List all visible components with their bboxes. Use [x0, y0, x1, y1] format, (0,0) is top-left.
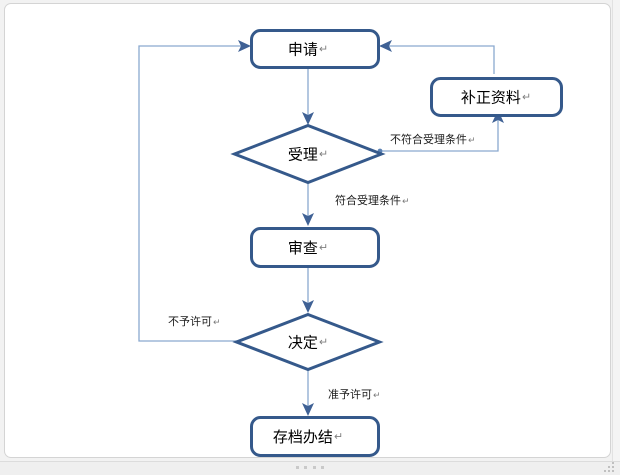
- grip-dot: [304, 466, 308, 469]
- bottom-status-bar: [0, 461, 620, 475]
- node-decide-shape[interactable]: [232, 312, 384, 372]
- edge-label-meet-conditions-text: 符合受理条件: [335, 193, 401, 207]
- resize-corner-grip[interactable]: [604, 462, 616, 473]
- edge-apply-to-accept[interactable]: [302, 65, 314, 125]
- node-supplement-label: 补正资料: [461, 88, 521, 106]
- svg-text:受理↵: 受理↵: [288, 145, 328, 163]
- grip-dot: [608, 470, 610, 472]
- diagram-canvas[interactable]: 申请↵ 补正资料↵ 受理↵ 审查↵: [4, 3, 611, 458]
- edge-label-not-permitted-mark: ↵: [213, 318, 221, 328]
- edge-supplement-to-apply[interactable]: [379, 40, 495, 74]
- grip-dot: [312, 466, 316, 469]
- grip-dot: [608, 466, 610, 468]
- node-decide-pilcrow: ↵: [319, 336, 328, 349]
- node-apply[interactable]: 申请↵: [250, 29, 380, 69]
- svg-text:申请↵: 申请↵: [288, 40, 328, 58]
- grip-dot: [296, 466, 299, 469]
- edge-label-permitted-text: 准予许可: [328, 388, 372, 401]
- grip-dot: [612, 470, 614, 472]
- node-archive-shape[interactable]: [250, 416, 380, 457]
- flowchart-diagram[interactable]: 申请↵ 补正资料↵ 受理↵ 审查↵: [5, 4, 610, 457]
- node-supplement-shape[interactable]: [430, 77, 563, 117]
- svg-text:审查↵: 审查↵: [288, 239, 328, 257]
- node-apply-pilcrow: ↵: [319, 43, 328, 56]
- right-scroll-gutter[interactable]: [612, 0, 620, 461]
- grip-dot: [612, 466, 614, 468]
- edge-label-permitted-mark: ↵: [373, 391, 381, 401]
- edge-label-not-permitted-text: 不予许可: [168, 315, 212, 328]
- grip-dot: [612, 462, 614, 464]
- edge-label-meet-conditions: 符合受理条件↵: [335, 193, 410, 207]
- svg-text:补正资料↵: 补正资料↵: [461, 88, 531, 106]
- edge-label-permitted: 准予许可↵: [328, 388, 381, 401]
- grip-dot: [320, 466, 324, 469]
- node-review-pilcrow: ↵: [319, 241, 328, 254]
- node-supplement[interactable]: 补正资料↵: [430, 77, 563, 117]
- node-decide-label: 决定: [288, 333, 318, 351]
- node-decide[interactable]: 决定↵: [232, 312, 384, 372]
- node-review[interactable]: 审查↵: [250, 227, 380, 268]
- edge-label-not-meet-conditions-mark: ↵: [468, 136, 476, 146]
- node-archive[interactable]: 存档办结↵: [250, 416, 380, 457]
- splitter-grip[interactable]: [296, 466, 324, 470]
- edge-label-not-meet-conditions: 不符合受理条件↵: [390, 132, 476, 146]
- edge-accept-to-review[interactable]: [302, 184, 314, 226]
- edge-decide-to-apply[interactable]: [138, 40, 251, 342]
- edge-label-not-meet-conditions-text: 不符合受理条件: [390, 132, 467, 146]
- svg-text:决定↵: 决定↵: [288, 333, 328, 351]
- node-accept-label: 受理: [288, 145, 318, 163]
- node-accept[interactable]: 受理↵: [230, 123, 386, 185]
- node-archive-label: 存档办结: [273, 428, 333, 446]
- edge-review-to-decide[interactable]: [302, 266, 314, 313]
- node-review-shape[interactable]: [250, 227, 380, 268]
- edge-decide-to-archive[interactable]: [302, 370, 314, 416]
- edge-label-not-permitted: 不予许可↵: [168, 315, 221, 328]
- svg-text:存档办结↵: 存档办结↵: [273, 428, 343, 446]
- node-apply-shape[interactable]: [250, 29, 380, 69]
- node-apply-label: 申请: [288, 40, 318, 58]
- edge-label-meet-conditions-mark: ↵: [402, 197, 410, 207]
- node-supplement-pilcrow: ↵: [522, 91, 531, 104]
- node-accept-shape[interactable]: [230, 123, 386, 185]
- node-archive-pilcrow: ↵: [334, 430, 343, 443]
- node-review-label: 审查: [288, 239, 318, 257]
- node-accept-pilcrow: ↵: [319, 148, 328, 161]
- grip-dot: [604, 470, 606, 472]
